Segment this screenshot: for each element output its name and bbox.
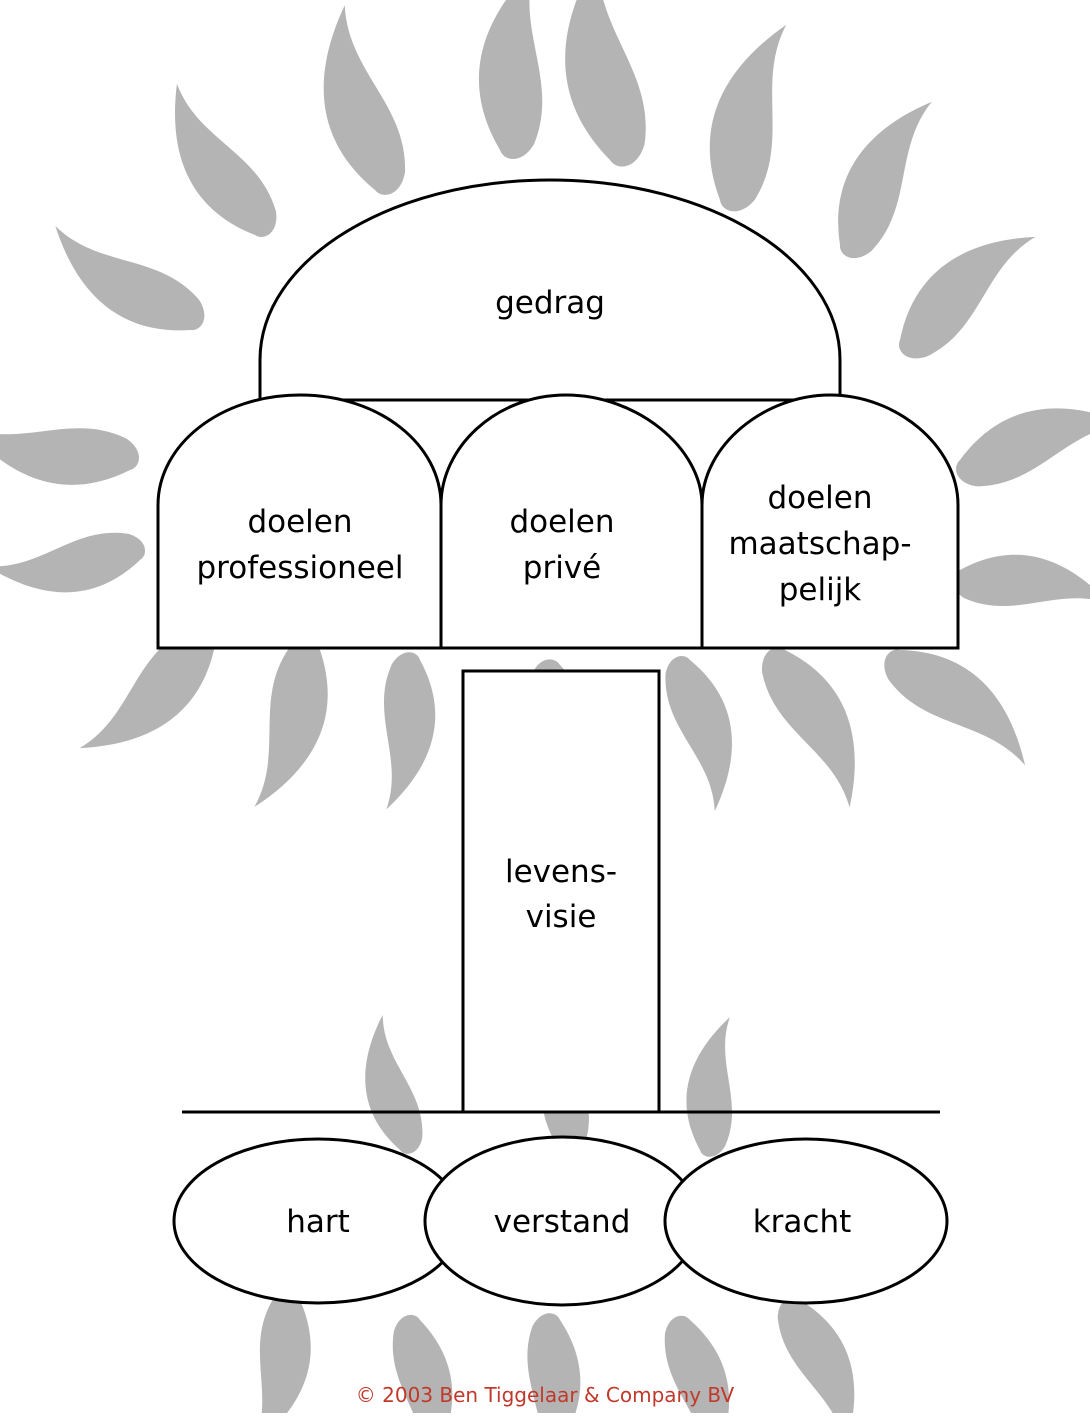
goal-professional-arch xyxy=(156,393,443,650)
root-strength-ellipse xyxy=(663,1137,949,1305)
trunk-line-2: visie xyxy=(526,899,597,935)
goal-professional-line-1: doelen xyxy=(247,504,352,540)
behavior-label: gedrag xyxy=(495,285,605,321)
copyright-notice: © 2003 Ben Tiggelaar & Company BV xyxy=(355,1383,735,1407)
root-strength-label: kracht xyxy=(753,1204,852,1240)
root-mind-label: verstand xyxy=(494,1204,631,1240)
goal-private-line-1: doelen xyxy=(509,504,614,540)
goal-society-line-2: maatschap- xyxy=(728,526,911,562)
goal-private-line-2: privé xyxy=(523,550,601,586)
trunk-line-1: levens- xyxy=(505,854,617,890)
behavior-dome xyxy=(258,178,842,402)
goal-society-arch xyxy=(700,393,960,650)
goal-professional-line-2: professioneel xyxy=(197,550,404,586)
goal-society-line-1: doelen xyxy=(767,480,872,516)
goal-private-arch xyxy=(439,393,704,650)
goal-society-line-3: pelijk xyxy=(779,572,862,608)
root-heart-label: hart xyxy=(286,1204,350,1240)
trunk-box xyxy=(461,669,661,1114)
